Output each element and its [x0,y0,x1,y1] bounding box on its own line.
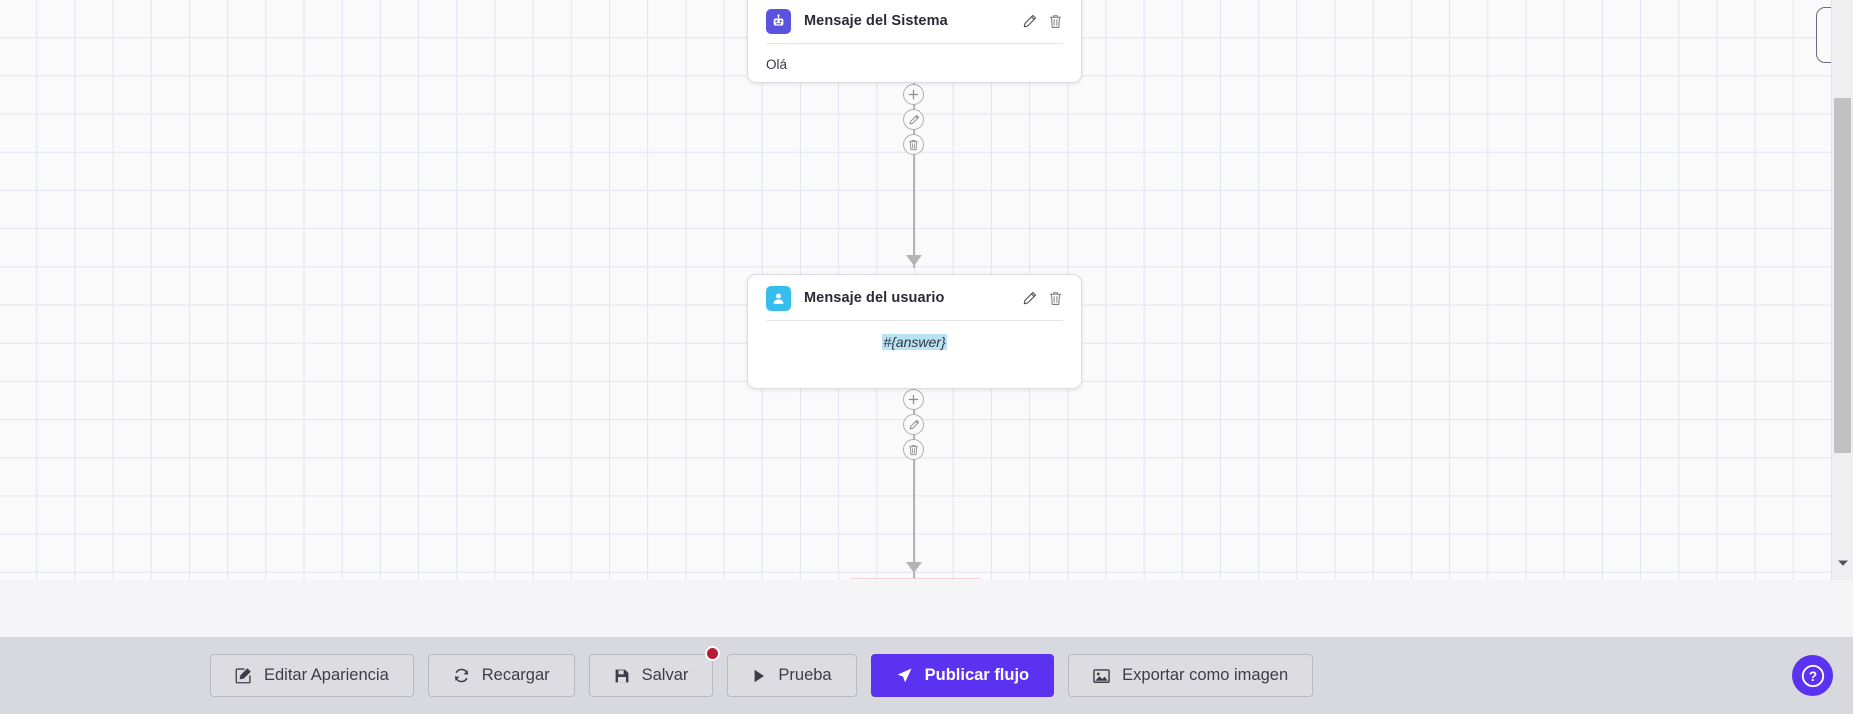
plus-icon [908,89,919,100]
svg-text:?: ? [1808,669,1816,684]
button-label: Recargar [481,666,550,684]
refresh-icon [454,668,468,683]
canvas-vertical-scrollbar[interactable] [1831,0,1853,580]
send-icon [897,668,912,683]
trash-icon[interactable] [1048,13,1063,29]
scrollbar-thumb[interactable] [1834,98,1851,453]
edit-connector-button-2[interactable] [903,414,924,435]
button-label: Salvar [641,666,689,684]
node-card-system-message[interactable]: Mensaje del Sistema [747,0,1082,83]
edit-icon[interactable] [1022,13,1037,29]
node-actions [1022,290,1063,306]
node-title: Mensaje del Sistema [804,13,948,29]
image-icon [1093,668,1110,683]
delete-connector-button-1[interactable] [903,134,924,155]
node-header: Mensaje del usuario [748,275,1081,311]
connector-arrow-2 [906,562,922,573]
connector-arrow-1 [906,255,922,266]
add-node-button-1[interactable] [903,84,924,105]
delete-connector-button-2[interactable] [903,439,924,460]
button-label: Publicar flujo [924,666,1030,684]
pencil-icon [909,419,919,429]
flow-canvas[interactable]: Mensaje del Sistema [0,0,1853,580]
node-title: Mensaje del usuario [804,290,945,306]
edit-appearance-button[interactable]: Editar Apariencia [210,654,414,697]
edit-icon[interactable] [1022,290,1037,306]
save-disk-icon [615,669,629,682]
pencil-square-icon [235,668,251,684]
trash-icon [909,139,918,150]
node-card-user-message[interactable]: Mensaje del usuario [747,274,1082,389]
button-label: Prueba [778,666,832,684]
connector-line-2 [913,388,915,578]
unsaved-changes-badge [705,646,721,661]
bottom-toolbar: Editar Apariencia Recargar Salvar [0,637,1853,714]
node-divider [766,43,1063,44]
plus-icon [908,394,919,405]
add-node-button-2[interactable] [903,389,924,410]
toolbar-button-group: Editar Apariencia Recargar Salvar [210,646,1314,697]
user-icon [766,285,791,311]
chevron-down-icon [1837,560,1848,566]
test-button[interactable]: Prueba [727,654,857,697]
pencil-icon [909,114,919,124]
button-label: Editar Apariencia [264,666,389,684]
toolbar-spacer [0,580,1853,637]
trash-icon [909,444,918,455]
node-body-text: Olá [766,57,788,72]
connector-actions-1 [903,84,924,155]
robot-icon [766,8,791,34]
play-icon [755,669,765,682]
scrollbar-down-arrow-button[interactable] [1832,552,1853,574]
node-divider [766,320,1063,321]
node-header: Mensaje del Sistema [748,0,1081,34]
trash-icon[interactable] [1048,290,1063,306]
export-image-button[interactable]: Exportar como imagen [1068,654,1314,697]
connector-actions-2 [903,389,924,460]
publish-flow-button[interactable]: Publicar flujo [870,654,1055,697]
node-actions [1022,13,1063,29]
canvas-boundary-line [850,578,980,579]
edit-connector-button-1[interactable] [903,109,924,130]
reload-button[interactable]: Recargar [427,654,575,697]
question-circle-icon: ? [1801,664,1824,687]
save-button[interactable]: Salvar [588,646,721,697]
button-label: Exportar como imagen [1122,666,1289,684]
variable-token: #{answer} [882,334,947,350]
help-button[interactable]: ? [1792,655,1833,696]
connector-line-1 [913,72,915,268]
node-body: #{answer} [748,321,1081,368]
